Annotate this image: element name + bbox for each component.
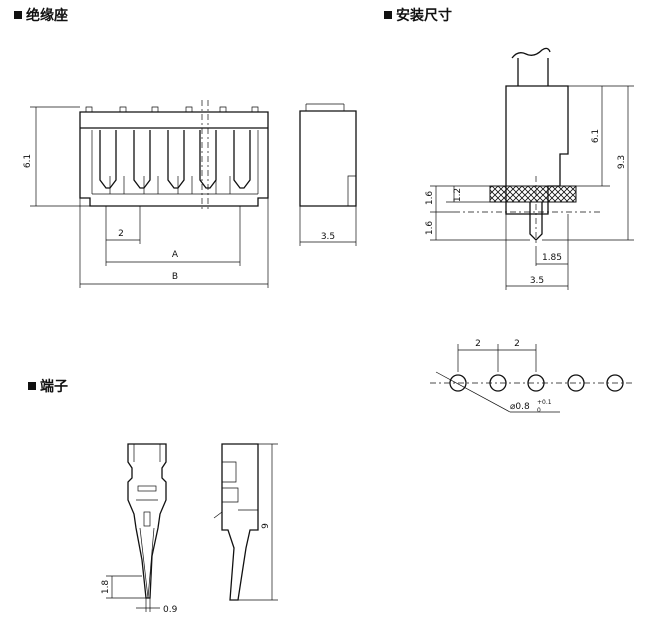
- housing-front-view: [79, 100, 269, 212]
- mount-board-inner-label: 1.2: [453, 188, 463, 202]
- term-tip-label: 1.8: [101, 580, 111, 595]
- dim-a-label: A: [172, 250, 179, 260]
- mounting-heading: 安装尺寸: [384, 5, 452, 25]
- terminal-side-view: 9: [213, 443, 278, 601]
- terminal-heading-label: 端子: [40, 379, 68, 395]
- mount-below-label: 1.6: [425, 221, 435, 236]
- dim-b-label: B: [172, 272, 178, 282]
- square-bullet-icon: [14, 11, 22, 19]
- mount-offset-label: 1.85: [542, 253, 562, 263]
- term-width-label: 0.9: [163, 605, 178, 615]
- mount-depth-label: 3.5: [530, 276, 544, 286]
- terminal-front-view: 1.8 0.9: [101, 443, 178, 615]
- pcb-hole-1: [449, 374, 467, 392]
- pcb-hole-2: [489, 374, 507, 392]
- mount-board-label: 1.6: [425, 191, 435, 206]
- housing-depth-label: 3.5: [321, 232, 335, 242]
- mounting-view: 6.1 9.3 1.6 1.2 1.6 1.85 3.5: [425, 47, 634, 290]
- pcb-hole-4: [567, 374, 585, 392]
- hole-pitch-1-label: 2: [475, 339, 481, 349]
- pcb-hole-5: [606, 374, 624, 392]
- mounting-heading-label: 安装尺寸: [396, 8, 452, 24]
- hole-tol-sub-label: 0: [537, 407, 541, 414]
- term-length-label: 9: [261, 523, 271, 529]
- housing-side-view: 3.5: [299, 103, 357, 246]
- hole-tol-sup-label: +0.1: [537, 399, 552, 406]
- housing-heading-label: 绝缘座: [26, 8, 68, 24]
- hole-pitch-2-label: 2: [514, 339, 520, 349]
- hole-dia-label: ⌀0.8: [510, 402, 530, 412]
- square-bullet-icon: [28, 382, 36, 390]
- hole-pattern: 2 2 ⌀0.8 0 +0.1: [430, 339, 634, 414]
- housing-pitch-label: 2: [118, 229, 124, 239]
- mount-total-label: 9.3: [617, 155, 627, 169]
- housing-heading: 绝缘座: [14, 5, 68, 25]
- housing-height-label: 6.1: [23, 154, 33, 168]
- mount-upper-label: 6.1: [591, 129, 601, 143]
- terminal-heading: 端子: [28, 376, 68, 396]
- pcb-hole-3: [527, 374, 545, 392]
- housing-dimensions: 6.1 2 A B: [23, 106, 269, 288]
- square-bullet-icon: [384, 11, 392, 19]
